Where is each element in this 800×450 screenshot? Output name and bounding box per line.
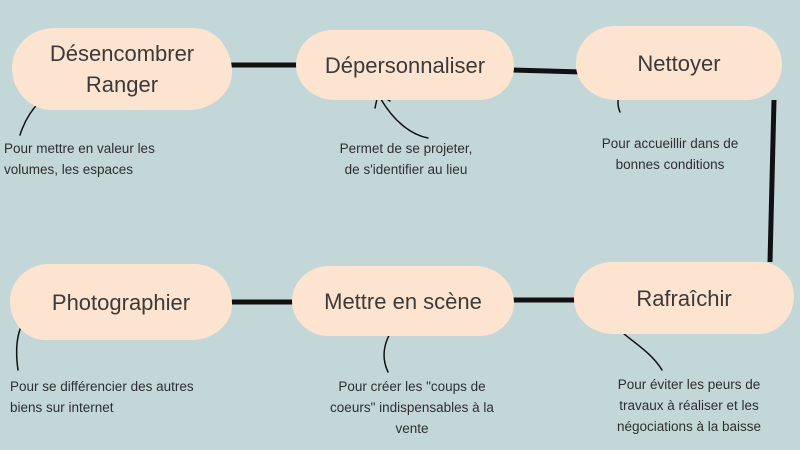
step-rafraichir: Rafraîchir <box>574 262 794 334</box>
step-label: Désencombrer <box>49 41 195 66</box>
connector-depersonnaliser-nettoyer <box>511 67 583 75</box>
step-photographier: Photographier <box>10 264 232 340</box>
connector-nettoyer-rafraichir <box>767 99 777 263</box>
step-label: Ranger <box>85 72 159 97</box>
note-depersonnaliser: Permet de se projeter,de s'identifier au… <box>339 141 473 177</box>
arrow-depersonnaliser <box>374 93 429 139</box>
step-mettre-en-scene: Mettre en scène <box>292 266 514 336</box>
step-depersonnaliser: Dépersonnaliser <box>296 30 514 100</box>
step-nettoyer: Nettoyer <box>576 26 782 100</box>
